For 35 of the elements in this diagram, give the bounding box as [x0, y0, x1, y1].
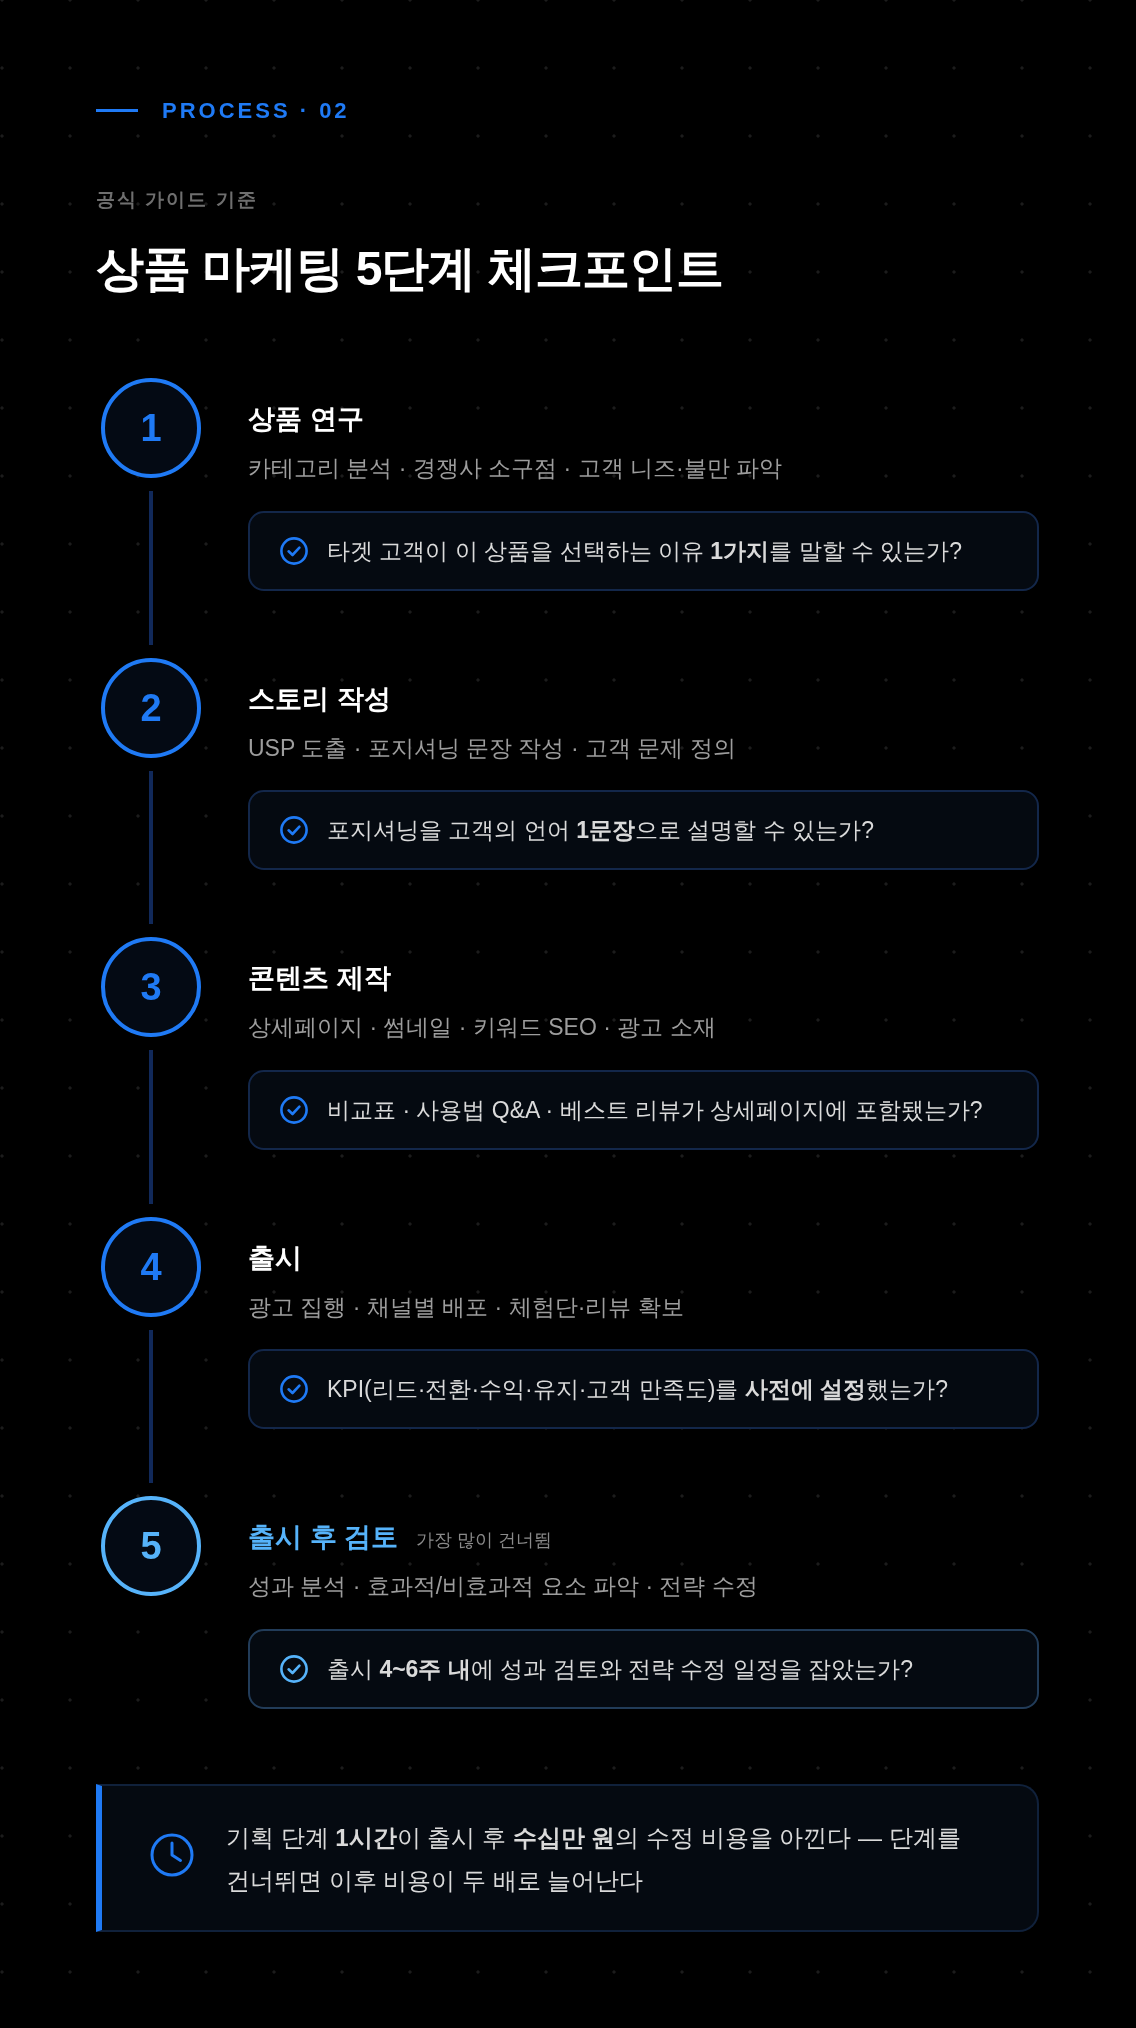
checklist-question: 타겟 고객이 이 상품을 선택하는 이유 1가지를 말할 수 있는가?	[327, 537, 963, 566]
step-number-circle: 5	[101, 1496, 201, 1596]
step-number-circle: 3	[101, 937, 201, 1037]
connector-line	[149, 771, 153, 924]
callout-text: 기획 단계 1시간이 출시 후 수십만 원의 수정 비용을 아낀다 — 단계를 건너뛰면 이후 비용이 두 배로 늘어난다	[226, 1823, 962, 1896]
step-number-circle: 4	[101, 1217, 201, 1317]
checklist-question: 포지셔닝을 고객의 언어 1문장으로 설명할 수 있는가?	[327, 816, 874, 845]
step-title: 출시	[248, 1242, 302, 1275]
side-note: 가장 많이 건너뜀	[416, 1529, 553, 1552]
step-number-circle: 2	[101, 658, 201, 758]
step-description: 광고 집행 · 채널별 배포 · 체험단·리뷰 확보	[248, 1293, 684, 1322]
step-description: 카테고리 분석 · 경쟁사 소구점 · 고객 니즈·불만 파악	[248, 454, 783, 483]
callout-box	[96, 1784, 1039, 1932]
checklist-question: 비교표 · 사용법 Q&A · 베스트 리뷰가 상세페이지에 포함됐는가?	[327, 1096, 983, 1125]
section-label: PROCESS · 02	[162, 97, 350, 125]
checklist-box	[248, 1349, 1039, 1429]
checklist-box	[248, 1070, 1039, 1150]
subtitle: 공식 가이드 기준	[96, 188, 258, 212]
step-title: 상품 연구	[248, 403, 364, 436]
checklist-box	[248, 1629, 1039, 1709]
checklist-box	[248, 511, 1039, 591]
step-number-circle: 1	[101, 378, 201, 478]
checklist-box	[248, 790, 1039, 870]
step-title: 출시 후 검토	[248, 1521, 398, 1554]
step-title: 스토리 작성	[248, 683, 391, 716]
step-description: 상세페이지 · 썸네일 · 키워드 SEO · 광고 소재	[248, 1013, 716, 1042]
connector-line	[149, 1330, 153, 1483]
step-description: USP 도출 · 포지셔닝 문장 작성 · 고객 문제 정의	[248, 734, 736, 763]
checklist-question: KPI(리드·전환·수익·유지·고객 만족도)를 사전에 설정했는가?	[327, 1375, 948, 1404]
connector-line	[149, 1050, 153, 1204]
page-title: 상품 마케팅 5단계 체크포인트	[96, 241, 723, 297]
connector-line	[149, 491, 153, 645]
step-description: 성과 분석 · 효과적/비효과적 요소 파악 · 전략 수정	[248, 1572, 758, 1601]
step-title: 콘텐츠 제작	[248, 962, 391, 995]
checklist-question: 출시 4~6주 내에 성과 검토와 전략 수정 일정을 잡았는가?	[327, 1655, 913, 1684]
